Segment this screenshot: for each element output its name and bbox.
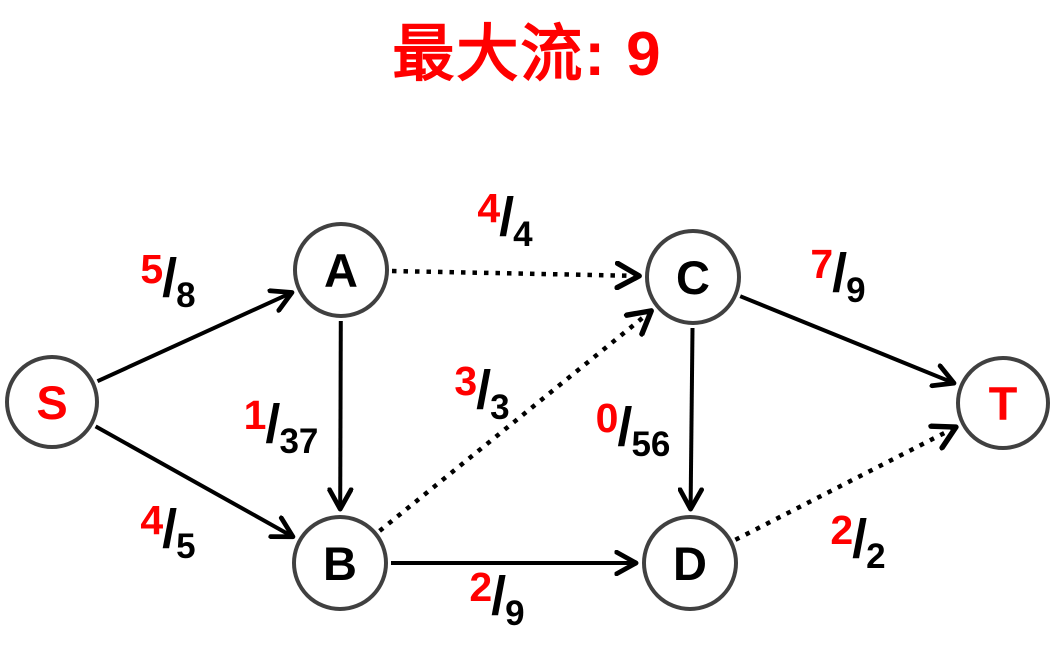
flow-capacity-separator: /: [162, 499, 178, 559]
capacity-value-C-D: 56: [631, 425, 671, 464]
flow-capacity-separator: /: [617, 397, 633, 457]
node-C: C: [645, 229, 741, 325]
capacity-value-B-C: 3: [490, 388, 510, 427]
flow-capacity-separator: /: [852, 509, 868, 569]
capacity-value-A-B: 37: [279, 422, 319, 461]
flow-value-C-D: 0: [595, 395, 619, 441]
capacity-value-S-A: 8: [176, 276, 196, 315]
node-B: B: [292, 515, 388, 611]
node-D: D: [642, 515, 738, 611]
edge-label-A-C: 4/4: [477, 185, 532, 253]
edge-S-B: [94, 424, 292, 536]
node-label-T: T: [988, 376, 1018, 430]
flow-value-S-B: 4: [140, 497, 164, 543]
capacity-value-A-C: 4: [513, 215, 533, 254]
node-label-S: S: [36, 375, 68, 429]
edge-A-C: [391, 271, 638, 276]
flow-value-B-C: 3: [454, 358, 478, 404]
flow-value-A-B: 1: [243, 392, 267, 438]
edge-label-A-B: 1/37: [243, 392, 319, 460]
flow-capacity-separator: /: [162, 248, 178, 308]
capacity-value-B-D: 9: [505, 594, 525, 633]
edge-label-B-D: 2/9: [469, 564, 524, 632]
edge-label-C-T: 7/9: [810, 241, 865, 309]
flow-value-B-D: 2: [469, 564, 493, 610]
capacity-value-C-T: 9: [846, 271, 866, 310]
flow-value-S-A: 5: [140, 246, 164, 292]
node-A: A: [293, 222, 389, 318]
flow-capacity-separator: /: [499, 187, 515, 247]
flow-capacity-separator: /: [265, 394, 281, 454]
edge-A-B: [340, 320, 341, 508]
node-label-B: B: [323, 536, 357, 590]
edge-C-D: [691, 327, 693, 508]
flow-capacity-separator: /: [476, 360, 492, 420]
flow-value-C-T: 7: [810, 241, 834, 287]
diagram-title: 最大流: 9: [392, 20, 663, 89]
flow-value-A-C: 4: [477, 185, 501, 231]
flow-value-D-T: 2: [830, 507, 854, 553]
edge-S-A: [96, 293, 292, 384]
flow-capacity-separator: /: [491, 566, 507, 626]
capacity-value-D-T: 2: [866, 537, 886, 576]
edge-label-S-B: 4/5: [140, 497, 195, 565]
edge-B-C: [378, 312, 651, 533]
capacity-value-S-B: 5: [176, 527, 196, 566]
edge-label-C-D: 0/56: [595, 395, 671, 463]
edge-label-B-C: 3/3: [454, 358, 509, 426]
edge-C-T: [739, 294, 953, 383]
node-S: S: [5, 355, 99, 449]
edge-label-S-A: 5/8: [140, 246, 195, 314]
edge-label-D-T: 2/2: [830, 507, 885, 575]
node-T: T: [956, 356, 1050, 450]
node-label-D: D: [673, 536, 707, 590]
flow-capacity-separator: /: [832, 243, 848, 303]
node-label-A: A: [324, 243, 358, 297]
edges-layer: [94, 271, 955, 563]
node-label-C: C: [676, 250, 710, 304]
